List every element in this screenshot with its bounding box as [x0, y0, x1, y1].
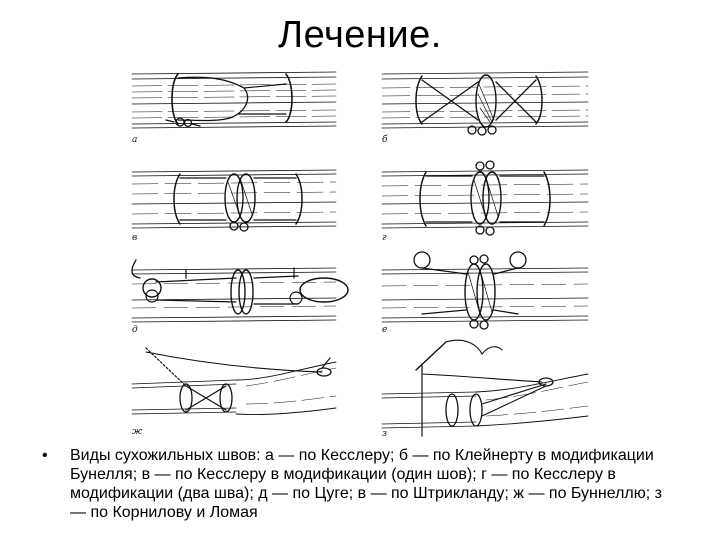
panel-label-b: б: [382, 134, 388, 145]
tendon-suture-illustration: а б в г д е ж з: [126, 64, 592, 442]
panel-label-h: з: [382, 429, 387, 439]
panel-label-a: а: [132, 135, 137, 145]
panel-label-c: в: [132, 233, 137, 243]
panel-label-d: г: [382, 233, 387, 243]
panel-h-drawing: [382, 340, 588, 436]
panel-b-drawing: [382, 72, 588, 135]
caption-text: Виды сухожильных швов: а — по Кесслеру; …: [70, 446, 682, 522]
panel-label-g: ж: [132, 427, 143, 437]
panel-d-drawing: [382, 161, 588, 235]
panel-label-e: д: [132, 325, 138, 335]
panel-label-f: е: [382, 325, 387, 335]
panel-c-drawing: [132, 170, 336, 231]
slide-title: Лечение.: [0, 14, 720, 57]
panel-e-drawing: [132, 260, 348, 322]
panel-g-drawing: [132, 348, 336, 415]
figure-caption: • Виды сухожильных швов: а — по Кесслеру…: [42, 446, 682, 522]
panel-f-drawing: [382, 252, 588, 329]
panel-a-drawing: [132, 72, 336, 128]
bullet-marker: •: [42, 446, 56, 465]
